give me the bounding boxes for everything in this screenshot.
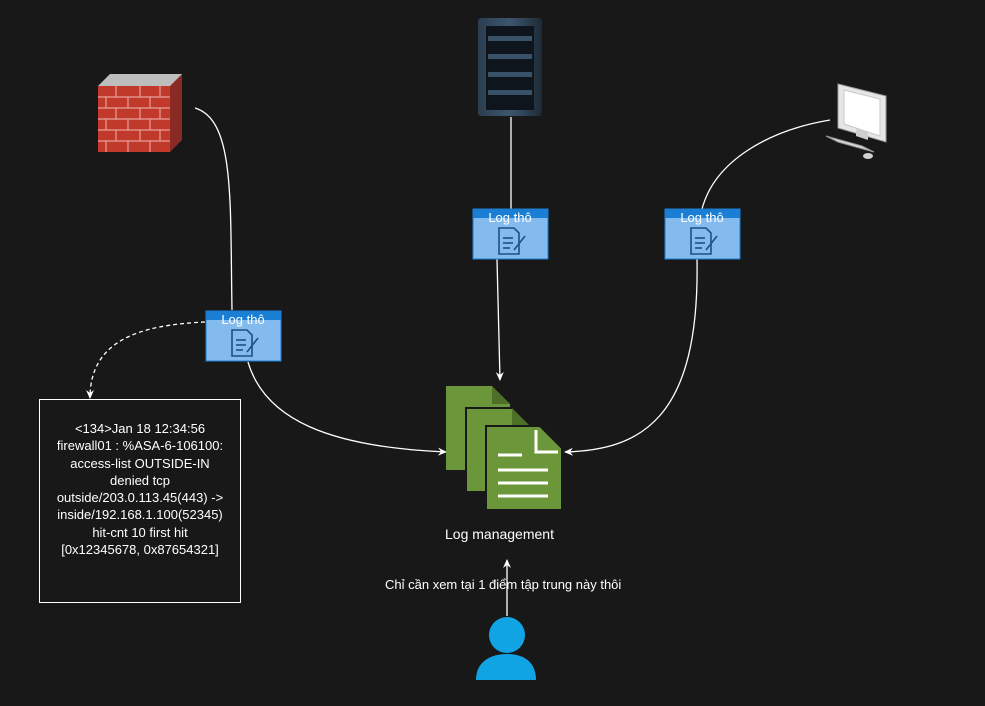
log-box-firewall: Log thô bbox=[205, 310, 282, 362]
edge-workstation-to-log bbox=[565, 119, 831, 452]
user-icon bbox=[476, 617, 536, 680]
log-box-title: Log thô bbox=[488, 210, 531, 225]
raw-log-line: denied tcp bbox=[110, 472, 170, 488]
edit-document-icon bbox=[498, 227, 526, 255]
raw-log-line: firewall01 : %ASA-6-106100: bbox=[56, 438, 224, 454]
raw-log-line: access-list OUTSIDE-IN bbox=[70, 455, 210, 471]
raw-log-sample: <134>Jan 18 12:34:56 firewall01 : %ASA-6… bbox=[39, 399, 241, 603]
log-box-title: Log thô bbox=[221, 312, 264, 327]
raw-log-line: hit-cnt 10 first hit bbox=[92, 524, 188, 540]
admin-note: Chỉ cần xem tại 1 điểm tập trung này thô… bbox=[385, 577, 622, 592]
raw-log-line: outside/203.0.113.45(443) -> bbox=[56, 490, 224, 506]
log-management-icon bbox=[446, 386, 563, 511]
workstation-icon bbox=[825, 83, 887, 159]
server-rack-icon bbox=[478, 18, 542, 116]
edit-document-icon bbox=[231, 329, 259, 357]
raw-log-line: [0x12345678, 0x87654321] bbox=[61, 542, 219, 558]
edge-firewall-to-log bbox=[194, 107, 446, 452]
firewall-icon bbox=[98, 74, 182, 152]
edit-document-icon bbox=[690, 227, 718, 255]
raw-log-line: inside/192.168.1.100(52345) bbox=[57, 507, 223, 523]
raw-log-line: <134>Jan 18 12:34:56 bbox=[74, 421, 206, 436]
edge-raw-log-dashed bbox=[86, 321, 206, 399]
log-box-workstation: Log thô bbox=[664, 208, 741, 260]
log-box-title: Log thô bbox=[680, 210, 723, 225]
log-box-server: Log thô bbox=[472, 208, 549, 260]
edge-server-to-log bbox=[497, 117, 512, 380]
log-management-label: Log management bbox=[445, 526, 554, 542]
